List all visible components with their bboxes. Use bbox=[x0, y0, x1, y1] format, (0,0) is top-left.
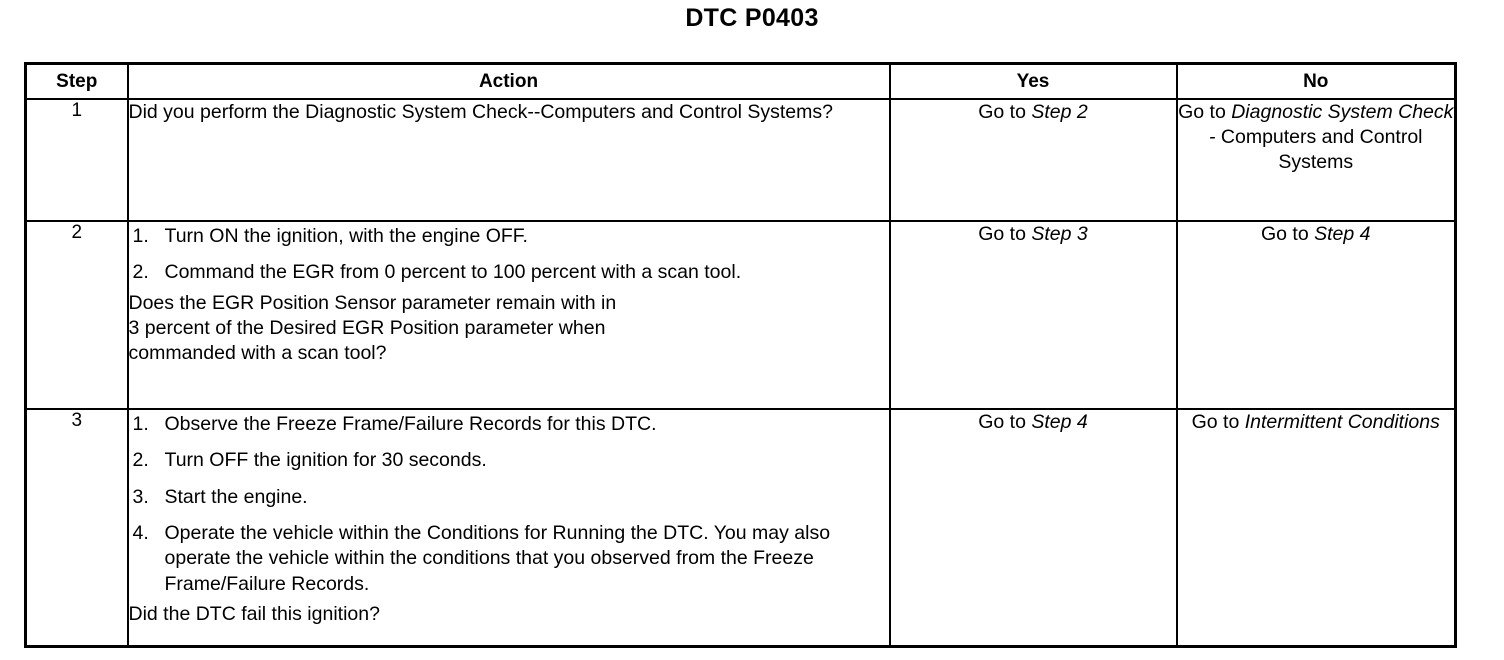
list-item: 2. Command the EGR from 0 percent to 100… bbox=[129, 260, 889, 285]
yes-target: Step 4 bbox=[1031, 411, 1088, 433]
yes-cell: Go to Step 2 bbox=[888, 98, 1178, 222]
list-item: 2. Turn OFF the ignition for 30 seconds. bbox=[129, 448, 889, 473]
list-item: 1. Observe the Freeze Frame/Failure Reco… bbox=[129, 412, 889, 437]
no-cell: Go to Diagnostic System Check - Computer… bbox=[1175, 98, 1457, 222]
action-question-line: 3 percent of the Desired EGR Position pa… bbox=[128, 317, 606, 340]
list-item-text: Turn OFF the ignition for 30 seconds. bbox=[164, 449, 487, 472]
action-question: Did you perform the Diagnostic System Ch… bbox=[128, 101, 833, 123]
step-number: 3 bbox=[24, 408, 129, 648]
list-item-number: 1. bbox=[132, 225, 149, 247]
header-action: Action bbox=[126, 62, 891, 100]
list-item: 4. Operate the vehicle within the Condit… bbox=[129, 521, 889, 597]
no-prefix: Go to bbox=[1191, 411, 1245, 433]
no-prefix: Go to bbox=[1260, 223, 1315, 245]
action-cell: 1. Observe the Freeze Frame/Failure Reco… bbox=[126, 408, 891, 648]
no-target: Step 4 bbox=[1314, 223, 1371, 245]
yes-prefix: Go to bbox=[978, 223, 1032, 245]
list-item-number: 2. bbox=[132, 449, 149, 472]
list-item-number: 3. bbox=[132, 485, 149, 508]
action-cell: 1. Turn ON the ignition, with the engine… bbox=[126, 220, 891, 410]
list-item-number: 1. bbox=[132, 413, 149, 435]
action-step-list: 1. Observe the Freeze Frame/Failure Reco… bbox=[129, 412, 889, 597]
action-cell: Did you perform the Diagnostic System Ch… bbox=[126, 98, 891, 222]
yes-target: Step 2 bbox=[1031, 101, 1088, 123]
table-header-row: Step Action Yes No bbox=[24, 62, 1457, 100]
table-row: 3 1. Observe the Freeze Frame/Failure Re… bbox=[24, 408, 1457, 648]
action-question-line: Did the DTC fail this ignition? bbox=[128, 603, 380, 626]
no-target: Diagnostic System Check - bbox=[1208, 101, 1454, 148]
diagnostic-steps-table: Step Action Yes No 1 Did you perform the… bbox=[24, 62, 1457, 648]
list-item-text: Turn ON the ignition, with the engine OF… bbox=[164, 225, 528, 247]
list-item-number: 4. bbox=[132, 522, 149, 545]
yes-prefix: Go to bbox=[978, 411, 1032, 433]
action-question-line: commanded with a scan tool? bbox=[128, 342, 387, 365]
step-number: 1 bbox=[24, 98, 129, 222]
list-item-text: Start the engine. bbox=[164, 485, 308, 508]
header-yes: Yes bbox=[888, 62, 1178, 100]
no-cell: Go to Step 4 bbox=[1175, 220, 1457, 410]
list-item: 1. Turn ON the ignition, with the engine… bbox=[129, 224, 889, 249]
yes-cell: Go to Step 3 bbox=[888, 220, 1178, 410]
yes-target: Step 3 bbox=[1031, 223, 1088, 245]
yes-cell: Go to Step 4 bbox=[888, 408, 1178, 648]
no-prefix: Go to bbox=[1178, 101, 1232, 123]
header-no: No bbox=[1175, 62, 1457, 100]
action-step-list: 1. Turn ON the ignition, with the engine… bbox=[129, 224, 889, 286]
header-step: Step bbox=[24, 62, 129, 100]
list-item-text: Observe the Freeze Frame/Failure Records… bbox=[164, 413, 657, 435]
action-question-line: Does the EGR Position Sensor parameter r… bbox=[128, 291, 617, 314]
table-row: 1 Did you perform the Diagnostic System … bbox=[24, 98, 1457, 222]
step-number: 2 bbox=[24, 220, 129, 410]
yes-prefix: Go to bbox=[978, 101, 1032, 123]
list-item-text: Operate the vehicle within the Condition… bbox=[164, 522, 831, 595]
list-item: 3. Start the engine. bbox=[129, 485, 889, 510]
list-item-number: 2. bbox=[132, 261, 149, 284]
page-title: DTC P0403 bbox=[685, 4, 819, 32]
no-suffix: Computers and Control Systems bbox=[1215, 125, 1423, 173]
no-cell: Go to Intermittent Conditions bbox=[1175, 408, 1457, 648]
no-target: Intermittent Conditions bbox=[1244, 411, 1440, 433]
table-row: 2 1. Turn ON the ignition, with the engi… bbox=[24, 220, 1457, 410]
list-item-text: Command the EGR from 0 percent to 100 pe… bbox=[164, 261, 742, 284]
